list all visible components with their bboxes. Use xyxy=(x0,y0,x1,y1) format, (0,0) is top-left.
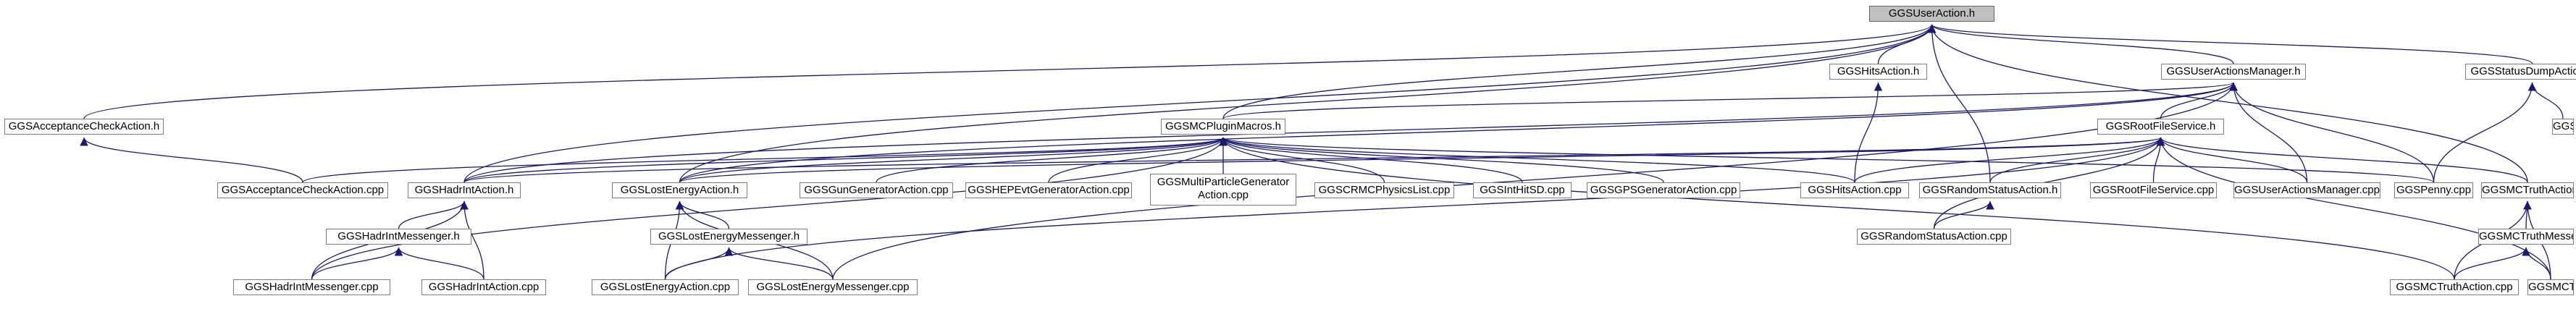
node-ggsacceptancecheckaction-cpp[interactable]: GGSAcceptanceCheckAction.cpp xyxy=(217,182,388,198)
edge-n22-to-n6 xyxy=(1219,137,2435,183)
edge-n19-to-n7 xyxy=(1989,137,2165,183)
edge-n13-to-n6 xyxy=(1048,137,1228,183)
edge-n9-to-n6 xyxy=(302,137,1228,183)
edge-n29-to-n24 xyxy=(394,247,484,280)
node-ggsacceptancecheckaction-h[interactable]: GGSAcceptanceCheckAction.h xyxy=(4,119,164,135)
edge-n29-to-n10 xyxy=(460,200,484,280)
node-ggsrootfileservice-cpp[interactable]: GGSRootFileService.cpp xyxy=(2090,182,2217,198)
node-ggsinthitsd-cpp[interactable]: GGSIntHitSD.cpp xyxy=(1473,182,1572,198)
node-ggshitsaction-cpp[interactable]: GGSHitsAction.cpp xyxy=(1800,182,1909,198)
edge-n25-to-n11 xyxy=(675,200,730,229)
edge-n33-to-n7 xyxy=(2156,137,2551,280)
edge-n26-to-n7 xyxy=(1933,137,2165,229)
edge-n2-to-n1 xyxy=(83,24,1936,119)
edge-n10-to-n4 xyxy=(463,82,2238,183)
edge-n12-to-n6 xyxy=(876,137,1228,183)
edge-n30-to-n7 xyxy=(664,137,2165,280)
node-ggsmctruthmessenger-cpp[interactable]: GGSMCTruthMessenger.cpp xyxy=(2527,279,2574,295)
node-ggsgpsgeneratoraction-cpp[interactable]: GGSGPSGeneratorAction.cpp xyxy=(1587,182,1740,198)
edge-n10-to-n7 xyxy=(463,137,2165,183)
edge-n11-to-n6 xyxy=(679,137,1228,183)
edge-n6-to-n4 xyxy=(1222,82,2238,119)
node-ggsmctruthaction-cpp[interactable]: GGSMCTruthAction.cpp xyxy=(2390,279,2519,295)
node-ggshadrintmessenger-cpp[interactable]: GGSHadrIntMessenger.cpp xyxy=(233,279,390,295)
node-ggsmctruthmessenger-h[interactable]: GGSMCTruthMessenger.h xyxy=(2478,229,2574,245)
node-ggsstatusdumpaction-h[interactable]: GGSStatusDumpAction.h xyxy=(2465,64,2576,80)
edge-n6-to-n1 xyxy=(1222,24,1937,119)
node-ggsuseractionsmanager-cpp[interactable]: GGSUserActionsManager.cpp xyxy=(2233,182,2380,198)
edge-n4-to-n1 xyxy=(1927,24,2234,64)
edge-n10-to-n1 xyxy=(463,24,1937,183)
node-ggsmctruthaction-h[interactable]: GGSMCTruthAction.h xyxy=(2481,182,2574,198)
edge-n32-to-n6 xyxy=(1219,137,2455,280)
edge-n26-to-n19 xyxy=(1933,200,1994,229)
edge-n28-to-n6 xyxy=(311,137,1228,280)
node-ggsuseraction-h: GGSUserAction.h xyxy=(1869,6,1994,22)
edge-n9-to-n2 xyxy=(80,137,303,183)
edge-n19-to-n1 xyxy=(1927,24,1991,183)
edge-n10-to-n6 xyxy=(463,137,1228,183)
edge-n16-to-n6 xyxy=(1219,137,1523,183)
edge-n22-to-n5 xyxy=(2433,82,2537,183)
edge-n28-to-n24 xyxy=(311,247,403,280)
edge-n3-to-n1 xyxy=(1877,24,1937,64)
node-ggsmultiparticlegeneratoraction-cpp[interactable]: GGSMultiParticleGenerator Action.cpp xyxy=(1150,174,1296,206)
node-ggslostenergyaction-cpp[interactable]: GGSLostEnergyAction.cpp xyxy=(592,279,739,295)
edge-n18-to-n6 xyxy=(1219,137,1855,183)
edge-n33-to-n27 xyxy=(2522,247,2551,280)
node-ggshadrintaction-h[interactable]: GGSHadrIntAction.h xyxy=(408,182,521,198)
node-ggsstatusdumpaction-cpp[interactable]: GGSStatusDumpAction.cpp xyxy=(2552,119,2574,135)
node-ggslostenergymessenger-cpp[interactable]: GGSLostEnergyMessenger.cpp xyxy=(748,279,918,295)
node-ggslostenergyaction-h[interactable]: GGSLostEnergyAction.h xyxy=(612,182,747,198)
edge-n23-to-n7 xyxy=(2156,137,2528,183)
edge-n18-to-n3 xyxy=(1854,82,1883,183)
edge-n18-to-n7 xyxy=(1854,137,2165,183)
node-ggshitsaction-h[interactable]: GGSHitsAction.h xyxy=(1829,64,1927,80)
node-ggsuseractionsmanager-h[interactable]: GGSUserActionsManager.h xyxy=(2161,64,2306,80)
edge-n11-to-n4 xyxy=(679,82,2238,183)
edge-n32-to-n27 xyxy=(2454,247,2530,280)
edge-n23-to-n1 xyxy=(1927,24,2528,183)
edge-n11-to-n7 xyxy=(679,137,2165,183)
edge-n8-to-n5 xyxy=(2527,82,2564,119)
edge-n24-to-n10 xyxy=(398,200,469,229)
node-ggshadrintmessenger-h[interactable]: GGSHadrIntMessenger.h xyxy=(326,229,471,245)
edge-n21-to-n4 xyxy=(2229,82,2308,183)
node-ggshadrintaction-cpp[interactable]: GGSHadrIntAction.cpp xyxy=(421,279,546,295)
node-ggshepevtgeneratoraction-cpp[interactable]: GGSHEPEvtGeneratorAction.cpp xyxy=(965,182,1132,198)
edge-n30-to-n25 xyxy=(664,247,734,280)
node-ggspenny-cpp[interactable]: GGSPenny.cpp xyxy=(2394,182,2473,198)
edge-n21-to-n7 xyxy=(2156,137,2308,183)
edge-n31-to-n25 xyxy=(724,247,834,280)
node-ggsmcpluginmacros-h[interactable]: GGSMCPluginMacros.h xyxy=(1161,119,1285,135)
node-ggslostenergymessenger-h[interactable]: GGSLostEnergyMessenger.h xyxy=(650,229,807,245)
node-ggscrmcphysicslist-cpp[interactable]: GGSCRMCPhysicsList.cpp xyxy=(1314,182,1454,198)
edge-n7-to-n4 xyxy=(2160,82,2238,119)
node-ggsrandomstatusaction-cpp[interactable]: GGSRandomStatusAction.cpp xyxy=(1857,229,2011,245)
node-ggsgungeneratoraction-cpp[interactable]: GGSGunGeneratorAction.cpp xyxy=(800,182,953,198)
edge-n22-to-n4 xyxy=(2229,82,2435,183)
node-ggsrandomstatusaction-h[interactable]: GGSRandomStatusAction.h xyxy=(1919,182,2061,198)
node-ggsrootfileservice-h[interactable]: GGSRootFileService.h xyxy=(2097,119,2224,135)
edge-n31-to-n4 xyxy=(832,82,2238,280)
edge-n5-to-n1 xyxy=(1928,24,2533,64)
